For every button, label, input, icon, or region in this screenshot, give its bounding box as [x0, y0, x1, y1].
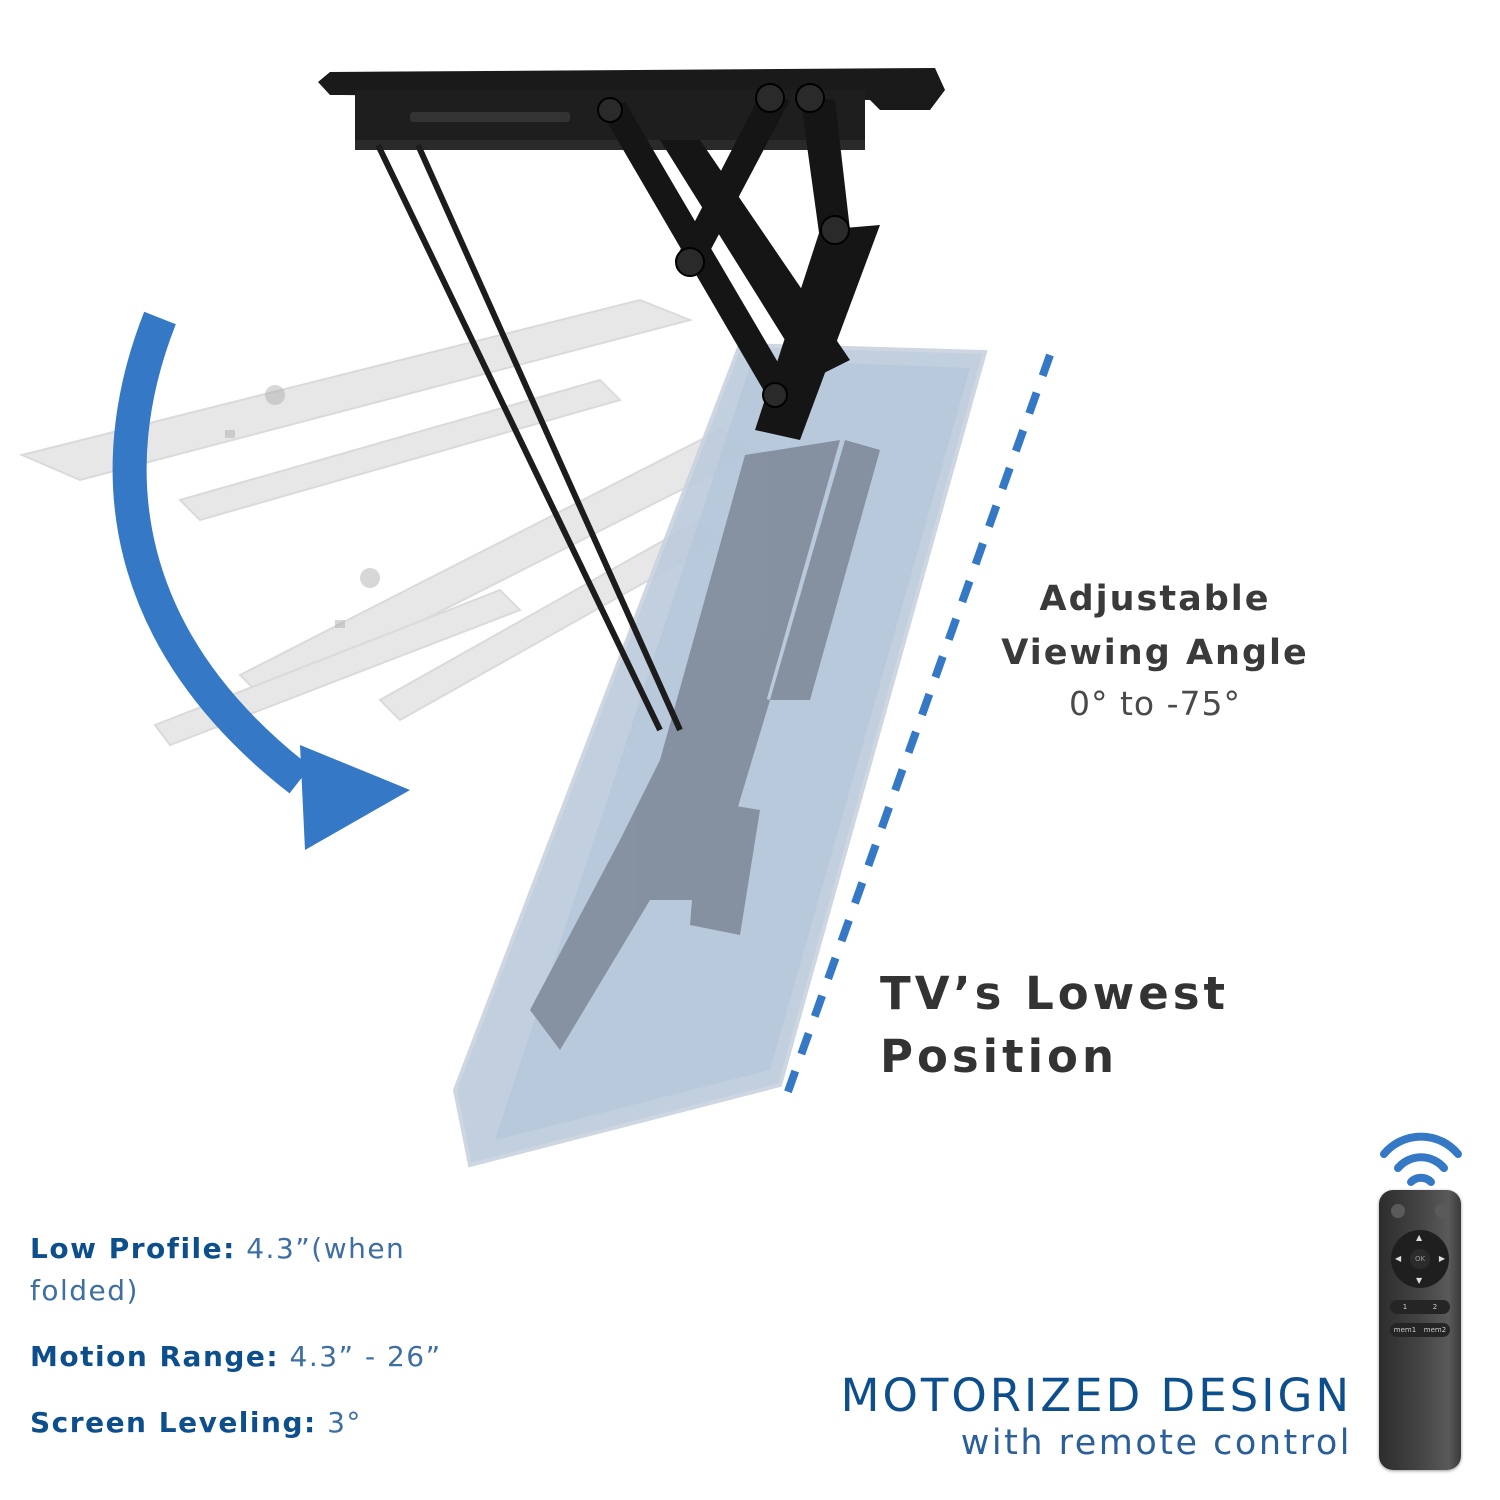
remote-ok-button: OK	[1410, 1249, 1430, 1269]
remote-button-1: 1	[1402, 1303, 1408, 1311]
support-cables	[375, 143, 683, 732]
remote-preset-row: 1 2	[1390, 1300, 1450, 1314]
viewing-angle-title-line1: Adjustable	[1039, 579, 1271, 619]
ghost-arm-details	[225, 385, 380, 628]
spec-screen-leveling: Screen Leveling: 3°	[30, 1402, 470, 1444]
spec-label: Screen Leveling:	[30, 1406, 317, 1439]
tilt-direction-arrow-icon	[112, 311, 410, 850]
spec-label: Low Profile:	[30, 1232, 236, 1265]
viewing-angle-caption: Adjustable Viewing Angle 0° to -75°	[990, 572, 1320, 728]
arrow-left-icon: ◀	[1395, 1254, 1402, 1263]
lowest-position-caption: TV’s Lowest Position	[880, 962, 1229, 1088]
remote-memory-row: mem1 mem2	[1390, 1323, 1450, 1337]
viewing-angle-title-line2: Viewing Angle	[1001, 633, 1309, 673]
viewing-angle-range: 0° to -75°	[1068, 684, 1241, 723]
arrow-down-icon: ▼	[1416, 1276, 1423, 1285]
motorized-design-caption: MOTORIZED DESIGN with remote control	[841, 1370, 1352, 1464]
spec-value: 4.3”(when folded)	[30, 1232, 406, 1307]
remote-menu-button	[1435, 1204, 1449, 1218]
pivot-bolts	[597, 83, 850, 408]
remote-power-button	[1391, 1204, 1405, 1218]
vesa-bracket	[530, 440, 880, 1050]
remote-button-mem2: mem2	[1423, 1326, 1447, 1334]
lowest-position-guide-line	[781, 353, 1054, 1102]
spec-value: 4.3” - 26”	[279, 1340, 442, 1373]
spec-low-profile: Low Profile: 4.3”(when folded)	[30, 1228, 470, 1312]
spec-motion-range: Motion Range: 4.3” - 26”	[30, 1336, 470, 1378]
lowest-position-line1: TV’s Lowest	[880, 967, 1230, 1020]
lowest-position-line2: Position	[880, 1030, 1118, 1083]
remote-dpad: ▲ ▼ ◀ ▶ OK	[1391, 1230, 1449, 1288]
remote-button-2: 2	[1432, 1303, 1438, 1311]
spec-label: Motion Range:	[30, 1340, 280, 1373]
motorized-subtitle: with remote control	[960, 1423, 1352, 1463]
spec-list: Low Profile: 4.3”(when folded) Motion Ra…	[30, 1228, 470, 1468]
wireless-signal-icon	[1380, 1132, 1462, 1186]
remote-control: ▲ ▼ ◀ ▶ OK 1 2 mem1 mem2	[1379, 1190, 1461, 1470]
spec-value: 3°	[316, 1406, 362, 1439]
arrow-up-icon: ▲	[1416, 1233, 1423, 1242]
motorized-title: MOTORIZED DESIGN	[840, 1369, 1352, 1422]
ghost-arm-positions	[18, 298, 763, 747]
arrow-right-icon: ▶	[1438, 1254, 1445, 1263]
remote-button-mem1: mem1	[1393, 1326, 1417, 1334]
